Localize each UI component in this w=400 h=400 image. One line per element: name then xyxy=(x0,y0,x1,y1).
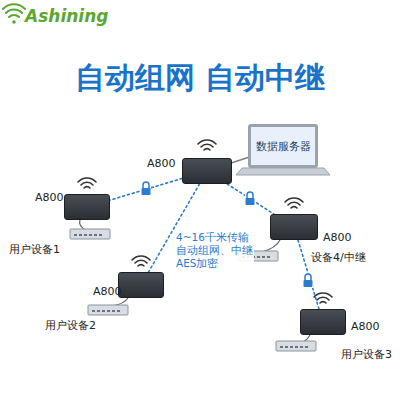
laptop-base xyxy=(236,168,330,175)
device-label: 用户设备2 xyxy=(45,319,96,332)
device-label: 设备4/中继 xyxy=(311,251,366,264)
title: 自动组网 自动中继 xyxy=(0,60,400,96)
node-title: A800 xyxy=(147,157,176,170)
node-title: A800 xyxy=(93,285,122,298)
radio-module: A800用户设备3 xyxy=(300,309,346,335)
logo-icon xyxy=(3,4,25,24)
link-note: 4~16千米传输 自动组网、中继 AES加密 xyxy=(176,231,254,270)
node-title: A800 xyxy=(323,231,352,244)
radio-module: A800用户设备2 xyxy=(118,272,164,298)
node-title: A800 xyxy=(351,320,380,333)
switch-device xyxy=(70,229,316,351)
logo-text: Ashining xyxy=(25,6,108,26)
node-title: 数据服务器 xyxy=(256,140,311,153)
radio-module: A800 xyxy=(182,158,232,184)
device-label: 用户设备3 xyxy=(341,348,392,361)
server-laptop-screen: 数据服务器 xyxy=(248,124,318,168)
node-title: A800 xyxy=(35,191,64,204)
device-label: 用户设备1 xyxy=(9,243,60,256)
radio-module: A800设备4/中继 xyxy=(270,214,318,240)
radio-module: A800用户设备1 xyxy=(64,194,110,220)
wireless-link xyxy=(110,179,182,201)
wireless-link xyxy=(298,240,319,309)
wireless-link xyxy=(227,184,274,214)
cable-link xyxy=(232,158,248,163)
